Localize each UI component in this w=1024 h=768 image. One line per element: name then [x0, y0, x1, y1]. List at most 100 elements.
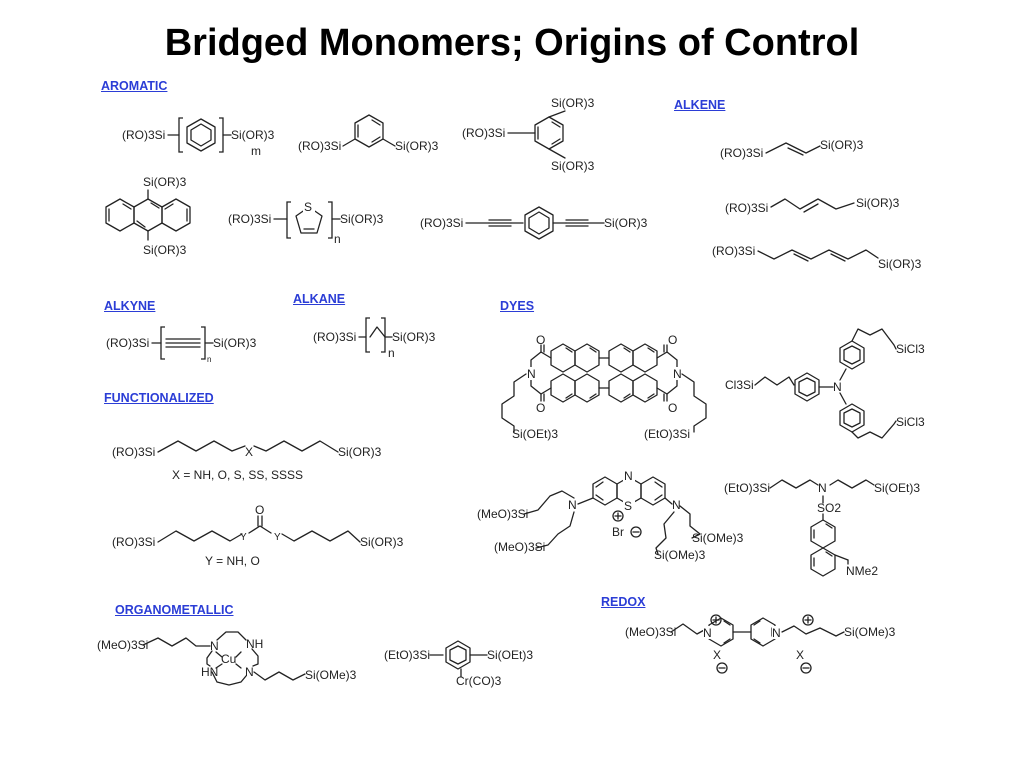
aromatic-thiophene-structure: (RO)3Si S Si(OR)3 n [228, 199, 384, 246]
aromatic-1-left-label: (RO)3Si [122, 128, 165, 142]
dye4-sulfonyl: SO2 [817, 501, 841, 515]
func-1-right-label: Si(OR)3 [338, 445, 382, 459]
dye1-right-label: (EtO)3Si [644, 427, 690, 441]
alkyne-right-label: Si(OR)3 [213, 336, 257, 350]
section-organometallic: ORGANOMETALLIC [115, 603, 234, 617]
func-2-y-atom-right: Y [274, 532, 281, 543]
dye3-label-meo-top: (MeO)3Si [477, 507, 528, 521]
func-2-y-definition: Y = NH, O [205, 554, 260, 568]
alkene-2-left-label: (RO)3Si [725, 201, 768, 215]
cyclam-nh: NH [246, 637, 263, 651]
section-redox: REDOX [601, 595, 646, 609]
section-dyes: DYES [500, 299, 535, 313]
alkane-structure: (RO)3Si Si(OR)3 n [313, 317, 436, 360]
alkane-repeat-n: n [388, 346, 395, 360]
dye2-bottom-right-label: SiCl3 [896, 415, 925, 429]
dye3-ring-sulfur: S [624, 499, 632, 513]
redox-counterion-left: X [713, 648, 721, 662]
aromatic-tris-benzene-structure: Si(OR)3 (RO)3Si Si(OR)3 [462, 96, 595, 173]
alkene-2-right-label: Si(OR)3 [856, 196, 900, 210]
cyclam-copper: Cu [221, 652, 236, 666]
dye1-nitrogen-left: N [527, 367, 536, 381]
aromatic-1-right-label: Si(OR)3 [231, 128, 275, 142]
redox-nitrogen-left: N [703, 626, 712, 640]
dye1-left-label: Si(OEt)3 [512, 427, 558, 441]
dye-dansyl-structure: (EtO)3Si N Si(OEt)3 SO2 NMe2 [724, 479, 920, 578]
dye4-right-label: Si(OEt)3 [874, 481, 920, 495]
dye3-amine-left: N [568, 498, 577, 512]
dye2-left-label: Cl3Si [725, 378, 754, 392]
dye3-label-meo-bottom: (MeO)3Si [494, 540, 545, 554]
dye3-ring-nitrogen: N [624, 469, 633, 483]
aromatic-2-left-label: (RO)3Si [298, 139, 341, 153]
alkyne-repeat-n: n [207, 355, 211, 364]
redox-left-label: (MeO)3Si [625, 625, 676, 639]
redox-nitrogen-right: N [772, 626, 781, 640]
aromatic-5-repeat-n: n [334, 232, 341, 246]
aromatic-phenylene-structure: (RO)3Si Si(OR)3 m [122, 117, 275, 158]
section-alkene: ALKENE [674, 98, 726, 112]
dye3-amine-right: N [672, 498, 681, 512]
aromatic-1-repeat-m: m [251, 144, 261, 158]
aromatic-6-right-label: Si(OR)3 [604, 216, 648, 230]
orgmet-2-left-label: (EtO)3Si [384, 648, 430, 662]
dye1-nitrogen-right: N [673, 367, 682, 381]
orgmet-2-right-label: Si(OEt)3 [487, 648, 533, 662]
redox-viologen-structure: (MeO)3Si N N Si(OMe)3 X X [625, 614, 896, 674]
func-2-carbonyl-oxygen: O [255, 503, 264, 517]
aromatic-meta-benzene-structure: (RO)3Si Si(OR)3 [298, 114, 439, 153]
orgmet-2-chromium-tricarbonyl: Cr(CO)3 [456, 674, 502, 688]
orgmet-1-left-label: (MeO)3Si [97, 638, 148, 652]
section-aromatic: AROMATIC [101, 79, 168, 93]
aromatic-5-right-label: Si(OR)3 [340, 212, 384, 226]
dye4-left-label: (EtO)3Si [724, 481, 770, 495]
aromatic-3-top-label: Si(OR)3 [551, 96, 595, 110]
dye1-oxygen-top-right: O [668, 333, 677, 347]
dye3-bromide: Br [612, 525, 624, 539]
redox-right-label: Si(OMe)3 [844, 625, 896, 639]
dye2-nitrogen: N [833, 380, 842, 394]
aromatic-4-top-label: Si(OR)3 [143, 175, 187, 189]
aromatic-anthracene-structure: Si(OR)3 Si(OR)3 [105, 175, 191, 257]
cyclam-nitrogen-top-left: N [210, 639, 219, 653]
dye-triphenylamine-structure: Cl3Si N SiCl3 SiCl3 [725, 328, 925, 439]
aromatic-4-bottom-label: Si(OR)3 [143, 243, 187, 257]
aromatic-5-left-label: (RO)3Si [228, 212, 271, 226]
func-1-x-definition: X = NH, O, S, SS, SSSS [172, 468, 303, 482]
alkene-ethenylene-structure: (RO)3Si Si(OR)3 [720, 138, 864, 160]
page-title: Bridged Monomers; Origins of Control [164, 22, 860, 64]
aromatic-3-left-label: (RO)3Si [462, 126, 505, 140]
dye4-nitrogen: N [818, 481, 827, 495]
organometallic-cu-cyclam-structure: (MeO)3Si N NH HN N Cu Si(OMe)3 [97, 631, 357, 686]
func-1-x-atom: X [245, 445, 253, 459]
func-1-left-label: (RO)3Si [112, 445, 155, 459]
redox-counterion-right: X [796, 648, 804, 662]
alkene-1-right-label: Si(OR)3 [820, 138, 864, 152]
aromatic-6-left-label: (RO)3Si [420, 216, 463, 230]
functionalized-x-structure: (RO)3Si X Si(OR)3 X = NH, O, S, SS, SSSS [112, 440, 382, 482]
alkene-hexadienylene-structure: (RO)3Si Si(OR)3 [712, 244, 922, 271]
cyclam-hn: HN [201, 665, 218, 679]
dye2-top-right-label: SiCl3 [896, 342, 925, 356]
alkane-right-label: Si(OR)3 [392, 330, 436, 344]
dye4-dimethylamino: NMe2 [846, 564, 878, 578]
func-2-right-label: Si(OR)3 [360, 535, 404, 549]
alkyne-left-label: (RO)3Si [106, 336, 149, 350]
section-alkane: ALKANE [293, 292, 346, 306]
alkene-1-left-label: (RO)3Si [720, 146, 763, 160]
alkane-left-label: (RO)3Si [313, 330, 356, 344]
thiophene-sulfur: S [304, 200, 312, 214]
cyclam-nitrogen-bottom-right: N [245, 665, 254, 679]
aromatic-3-bottom-label: Si(OR)3 [551, 159, 595, 173]
functionalized-y-structure: (RO)3Si Y O Y Si(OR)3 Y = NH, O [112, 503, 404, 568]
dye3-label-ome-top: Si(OMe)3 [692, 531, 744, 545]
organometallic-cr-arene-structure: (EtO)3Si Si(OEt)3 Cr(CO)3 [384, 640, 533, 688]
aromatic-2-right-label: Si(OR)3 [395, 139, 439, 153]
alkyne-structure: (RO)3Si Si(OR)3 n [106, 326, 257, 364]
dye-perylene-diimide-structure: O O N O O N Si(OEt)3 (EtO)3Si [501, 333, 707, 441]
dye1-oxygen-bottom-left: O [536, 401, 545, 415]
func-2-left-label: (RO)3Si [112, 535, 155, 549]
alkene-3-left-label: (RO)3Si [712, 244, 755, 258]
alkene-butenylene-structure: (RO)3Si Si(OR)3 [725, 196, 900, 215]
